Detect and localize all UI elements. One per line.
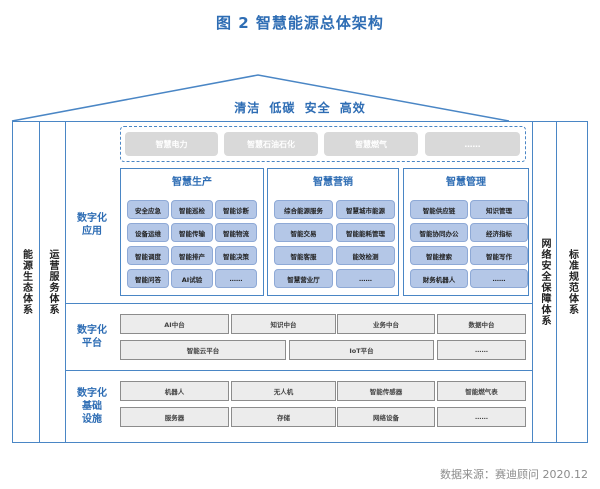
app-item: 智能诊断 <box>215 200 257 219</box>
network-security-column: 网络安全保障体系 <box>532 121 557 443</box>
app-item: 智能搜索 <box>410 246 468 265</box>
infrastructure-item: 机器人 <box>120 381 229 401</box>
app-item: 智能供应链 <box>410 200 468 219</box>
industry-container <box>120 126 526 162</box>
group-title: 智慧营销 <box>313 177 353 188</box>
app-item: 智能调度 <box>127 246 169 265</box>
figure-title: 图 2 智慧能源总体架构 <box>216 14 384 32</box>
group-smart-production: 智慧生产 安全应急智能巡检智能诊断设备运维智能传输智能物流智能调度智能排产智能决… <box>120 168 264 296</box>
app-item: 智能问答 <box>127 269 169 288</box>
infrastructure-item: 服务器 <box>120 407 229 427</box>
app-item: 智能写作 <box>470 246 528 265</box>
industry-smart-petrochemical: 智慧石油石化 <box>224 132 318 156</box>
app-item: 财务机器人 <box>410 269 468 288</box>
app-item: 安全应急 <box>127 200 169 219</box>
app-item: 智能传输 <box>171 223 213 242</box>
group-title: 智慧管理 <box>446 177 486 188</box>
operation-service-label: 运营服务体系 <box>47 249 58 315</box>
layer-label-platform: 数字化 平台 <box>77 325 107 349</box>
layer-label-application: 数字化 应用 <box>77 213 107 237</box>
platform-item: 知识中台 <box>231 314 336 334</box>
platform-item: 数据中台 <box>437 314 526 334</box>
platform-item: IoT平台 <box>289 340 434 360</box>
platform-item: 业务中台 <box>337 314 435 334</box>
app-item: 智能巡检 <box>171 200 213 219</box>
app-item: 能效检测 <box>336 246 395 265</box>
industry-smart-gas: 智慧燃气 <box>324 132 418 156</box>
slogan: 清洁 低碳 安全 高效 <box>234 101 366 115</box>
app-item: 经济指标 <box>470 223 528 242</box>
app-item: 智慧城市能源 <box>336 200 395 219</box>
layer-divider-2 <box>65 370 533 371</box>
infrastructure-item: 存储 <box>231 407 336 427</box>
app-item: 智能决策 <box>215 246 257 265</box>
standards-column: 标准规范体系 <box>556 121 588 443</box>
infrastructure-item: …… <box>437 407 526 427</box>
infrastructure-item: 网络设备 <box>337 407 435 427</box>
app-item: 智慧营业厅 <box>274 269 333 288</box>
infrastructure-item: 无人机 <box>231 381 336 401</box>
energy-ecosystem-column: 能源生态体系 <box>12 121 40 443</box>
platform-item: 智能云平台 <box>120 340 286 360</box>
industry-more: …… <box>425 132 520 156</box>
platform-item: AI中台 <box>120 314 229 334</box>
app-item: 智能交易 <box>274 223 333 242</box>
app-item: …… <box>215 269 257 288</box>
infrastructure-item: 智能燃气表 <box>437 381 526 401</box>
operation-service-column: 运营服务体系 <box>39 121 66 443</box>
app-item: 智能物流 <box>215 223 257 242</box>
data-source: 数据来源：赛迪顾问 2020.12 <box>440 468 588 481</box>
group-title: 智慧生产 <box>172 177 212 188</box>
app-item: 智能客服 <box>274 246 333 265</box>
app-item: AI试验 <box>171 269 213 288</box>
app-item: 智能能耗管理 <box>336 223 395 242</box>
industry-smart-power: 智慧电力 <box>125 132 218 156</box>
app-item: 智能排产 <box>171 246 213 265</box>
energy-ecosystem-label: 能源生态体系 <box>20 249 32 315</box>
layer-label-infrastructure: 数字化 基础 设施 <box>77 387 107 425</box>
app-item: 综合能源服务 <box>274 200 333 219</box>
app-item: 设备运维 <box>127 223 169 242</box>
network-security-label: 网络安全保障体系 <box>539 238 550 326</box>
group-smart-marketing: 智慧营销 综合能源服务智慧城市能源智能交易智能能耗管理智能客服能效检测智慧营业厅… <box>267 168 399 296</box>
layer-divider-1 <box>65 303 533 304</box>
standards-label: 标准规范体系 <box>566 249 578 315</box>
app-item: …… <box>336 269 395 288</box>
app-item: 智能协同办公 <box>410 223 468 242</box>
group-smart-management: 智慧管理 智能供应链知识管理智能协同办公经济指标智能搜索智能写作财务机器人…… <box>403 168 529 296</box>
infrastructure-item: 智能传感器 <box>337 381 435 401</box>
platform-item: …… <box>437 340 526 360</box>
app-item: …… <box>470 269 528 288</box>
app-item: 知识管理 <box>470 200 528 219</box>
